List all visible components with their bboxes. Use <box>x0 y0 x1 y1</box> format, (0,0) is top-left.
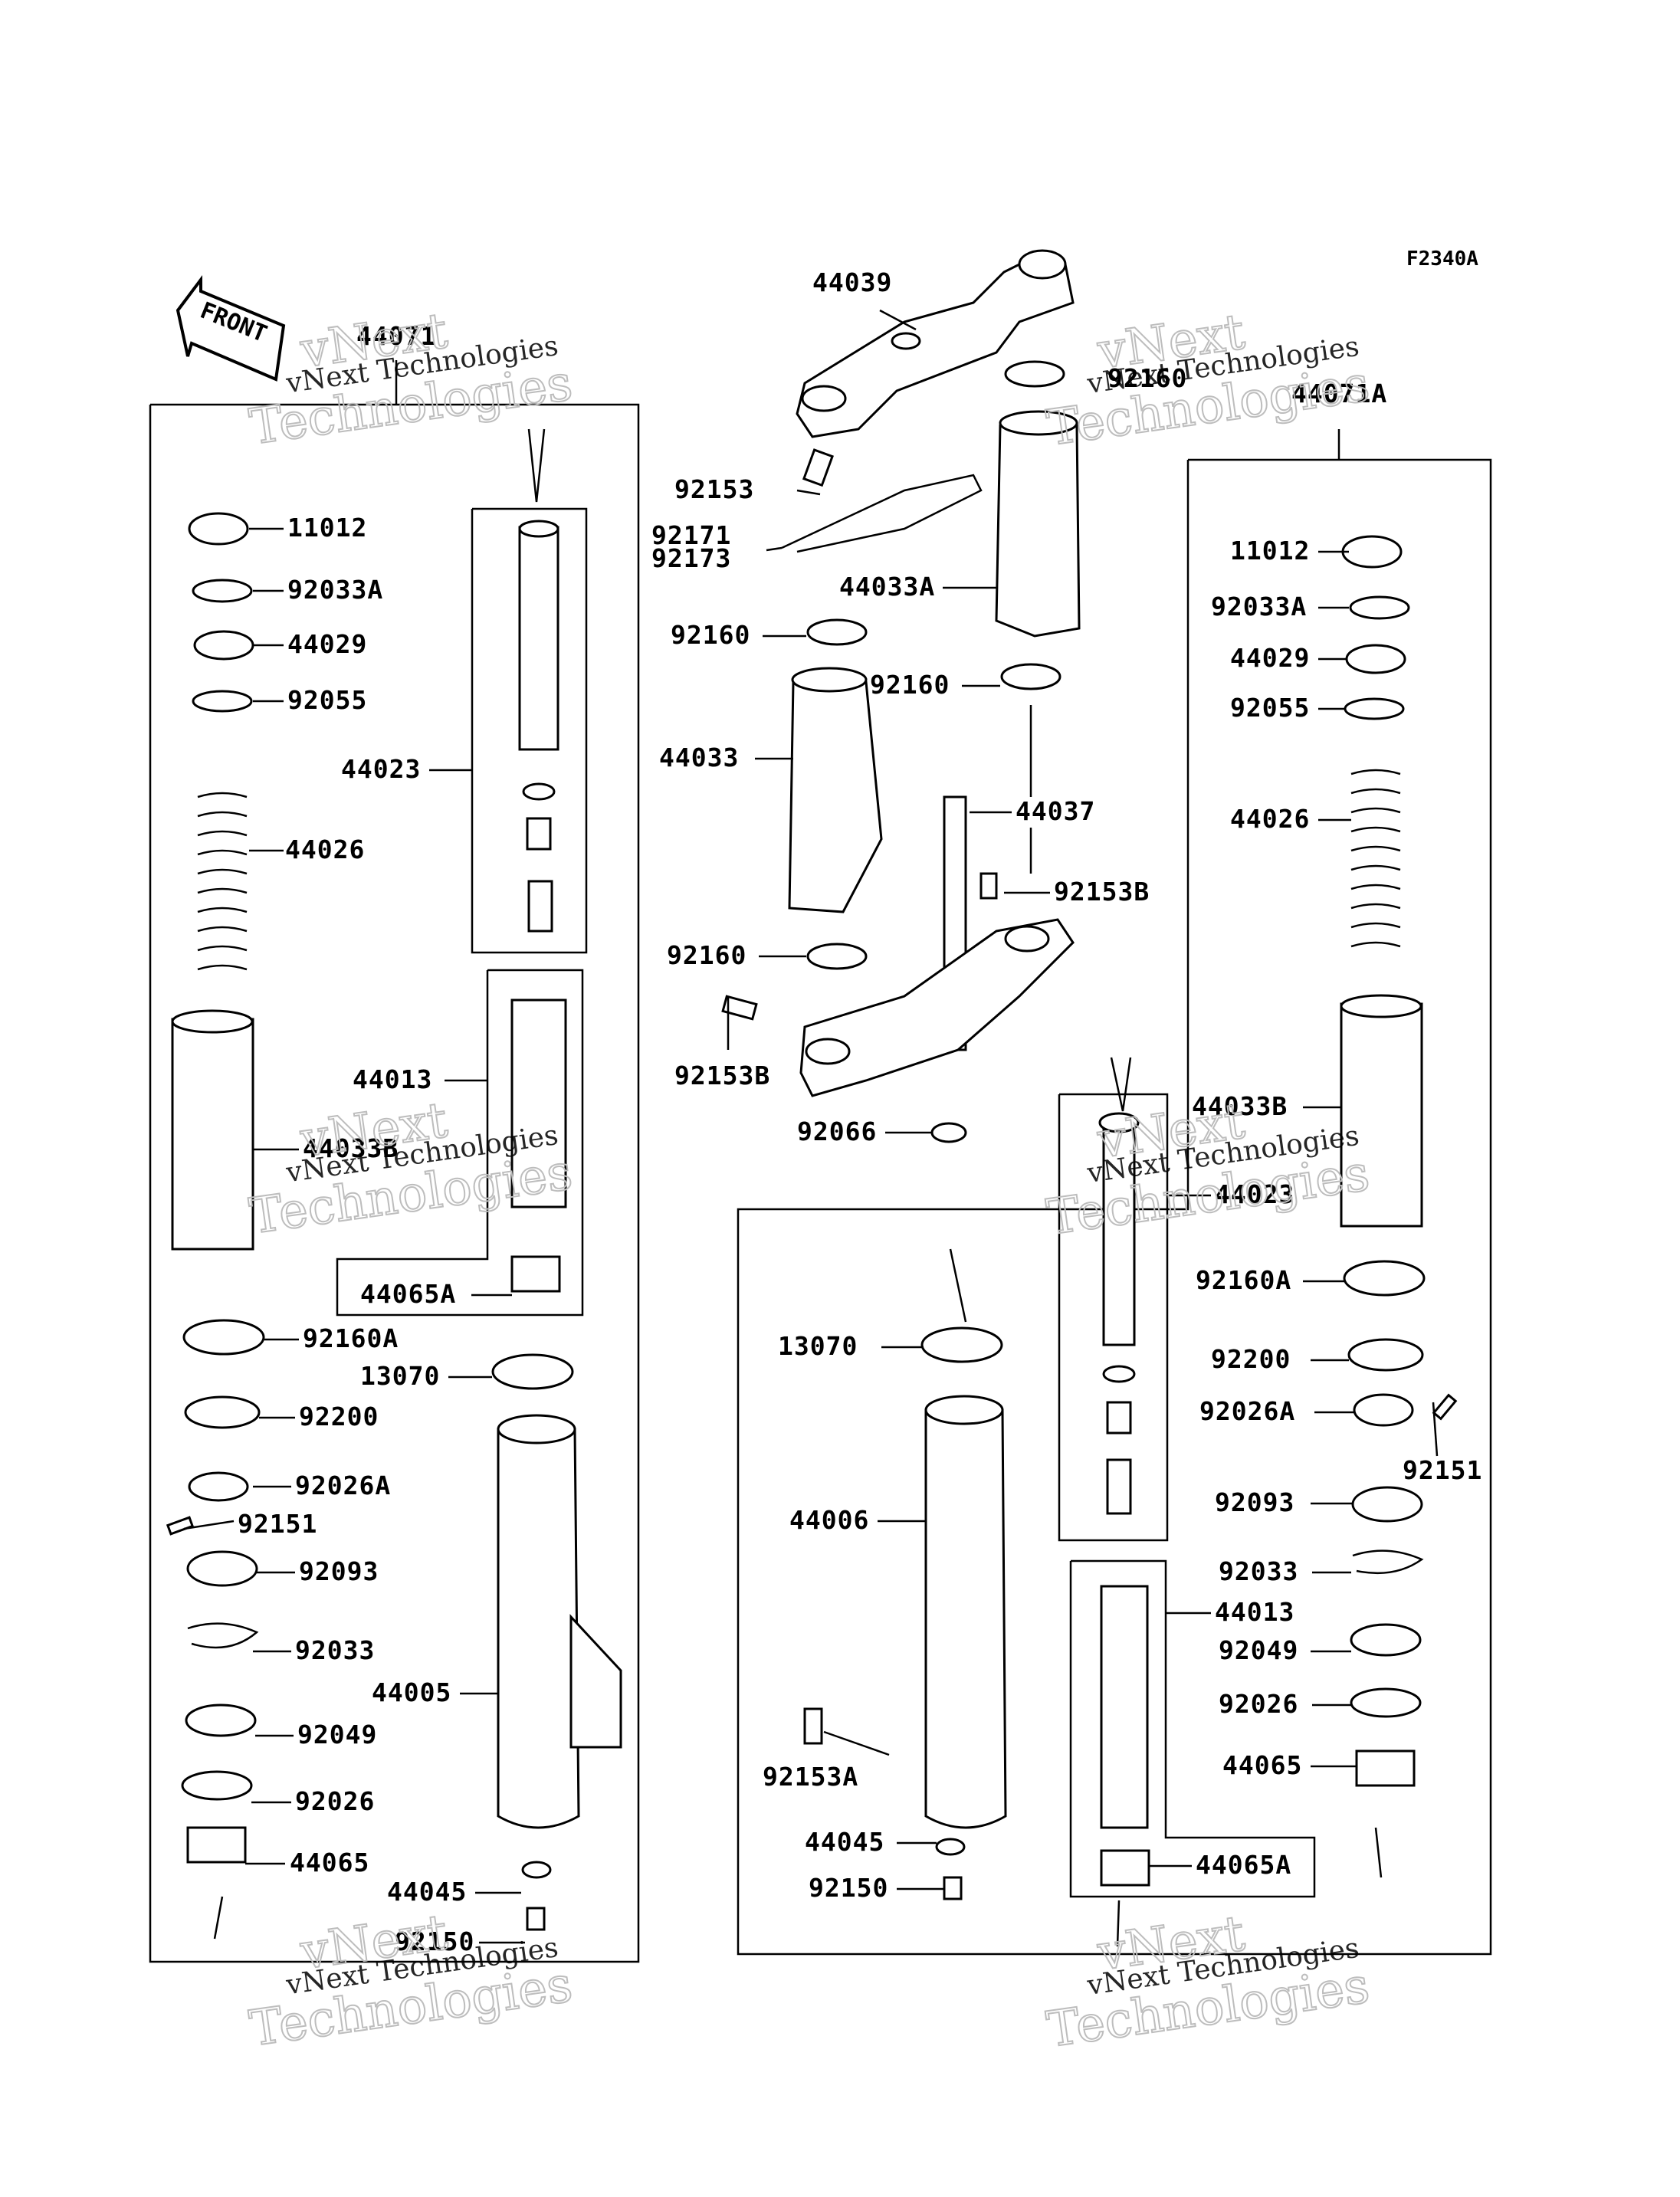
label-92026-r: 92026 <box>1219 1689 1298 1719</box>
top-rings <box>721 360 1065 1143</box>
label-92160-d: 92160 <box>667 940 746 970</box>
leader-lines <box>183 309 1439 1944</box>
label-92055-r: 92055 <box>1230 693 1310 723</box>
label-92160A-r: 92160A <box>1196 1265 1291 1295</box>
label-44071A: 44071A <box>1291 379 1387 408</box>
label-92026A-r: 92026A <box>1199 1396 1295 1426</box>
label-44033: 44033 <box>659 743 739 772</box>
label-92150-l: 92150 <box>395 1926 474 1956</box>
label-13070-l: 13070 <box>360 1361 440 1391</box>
left-inner-box-upper <box>471 507 588 954</box>
label-92153A: 92153A <box>763 1762 858 1792</box>
label-44037: 44037 <box>1016 796 1095 826</box>
label-92151-r: 92151 <box>1403 1455 1482 1485</box>
label-11012-r: 11012 <box>1230 536 1310 566</box>
label-92033-r: 92033 <box>1219 1556 1298 1586</box>
label-92093-l: 92093 <box>299 1556 379 1586</box>
left-fork-box <box>149 360 640 1963</box>
label-11012-l: 11012 <box>287 513 367 543</box>
label-92093-r: 92093 <box>1215 1487 1294 1517</box>
label-44013-r: 44013 <box>1215 1597 1294 1627</box>
watermark-bottom-left: vNext Technologies vNext Technologies <box>245 1904 576 2058</box>
left-fork-parts <box>166 428 622 1940</box>
label-44033A: 44033A <box>839 572 935 602</box>
diagram-code: F2340A <box>1406 248 1478 271</box>
fork-cover-right-part <box>995 410 1081 638</box>
label-44065-r: 44065 <box>1222 1750 1302 1780</box>
label-92160-b: 92160 <box>671 620 750 650</box>
label-92049-r: 92049 <box>1219 1635 1298 1665</box>
label-92160-top: 92160 <box>1107 363 1187 393</box>
label-44029-l: 44029 <box>287 629 367 659</box>
front-arrow-icon: FRONT <box>176 275 286 382</box>
label-92173: 92173 <box>651 543 731 573</box>
label-44065A-l: 44065A <box>360 1279 456 1309</box>
label-92200-r: 92200 <box>1211 1344 1291 1374</box>
label-92171: 92171 <box>651 520 731 550</box>
label-44045-r: 44045 <box>805 1827 884 1857</box>
right-inner-box-lower <box>1069 1559 1316 1898</box>
label-92049-l: 92049 <box>297 1720 377 1749</box>
fork-cover-left-part <box>788 667 883 913</box>
watermark-top-right: vNext Technologies vNext Technologies <box>1042 303 1373 457</box>
label-92151-l: 92151 <box>238 1509 317 1539</box>
label-92200-l: 92200 <box>299 1402 379 1431</box>
right-inner-box-upper <box>1058 1093 1169 1542</box>
label-44029-r: 44029 <box>1230 643 1310 673</box>
label-92150-r: 92150 <box>809 1873 888 1903</box>
part-labels: 44039 92160 44071A 92153 92171 92173 440… <box>238 267 1482 1956</box>
label-92160A-l: 92160A <box>303 1323 399 1353</box>
label-92066: 92066 <box>797 1117 877 1146</box>
label-92153B: 92153B <box>1054 877 1150 907</box>
label-44071: 44071 <box>356 321 436 351</box>
watermark-bottom-right: vNext Technologies vNext Technologies <box>1042 1904 1373 2059</box>
label-92153: 92153 <box>674 474 754 504</box>
label-92033A-l: 92033A <box>287 575 383 605</box>
label-92160-c: 92160 <box>870 670 950 700</box>
left-inner-box-lower <box>336 969 584 1317</box>
steering-stem-part <box>799 795 1075 1097</box>
label-44005: 44005 <box>372 1677 451 1707</box>
label-92055-l: 92055 <box>287 685 367 715</box>
upper-bracket-part <box>796 249 1075 438</box>
label-44026-l: 44026 <box>285 835 365 864</box>
label-44013-l: 44013 <box>353 1064 432 1094</box>
label-44033B-r: 44033B <box>1192 1091 1288 1121</box>
label-44033B-l: 44033B <box>303 1133 399 1163</box>
label-44065-l: 44065 <box>290 1848 369 1877</box>
label-92026A-l: 92026A <box>295 1471 391 1500</box>
label-92033A-r: 92033A <box>1211 592 1307 621</box>
label-44026-r: 44026 <box>1230 804 1310 834</box>
watermark-mid-right: vNext Technologies vNext Technologies <box>1042 1092 1373 1247</box>
right-fork-parts <box>803 535 1458 1947</box>
label-44039: 44039 <box>812 267 892 297</box>
label-44045-l: 44045 <box>387 1877 467 1907</box>
watermark-top-left: vNext Technologies vNext Technologies <box>245 302 576 457</box>
label-44065A-r: 44065A <box>1196 1850 1291 1880</box>
label-13070-r: 13070 <box>778 1331 858 1361</box>
label-92033-l: 92033 <box>295 1635 375 1665</box>
right-fork-box <box>737 429 1492 1956</box>
label-44023-r: 44023 <box>1215 1179 1294 1209</box>
label-92153B-2: 92153B <box>674 1061 770 1090</box>
label-44023-l: 44023 <box>341 754 421 784</box>
label-92026-l: 92026 <box>295 1786 375 1816</box>
label-44006: 44006 <box>789 1505 869 1535</box>
